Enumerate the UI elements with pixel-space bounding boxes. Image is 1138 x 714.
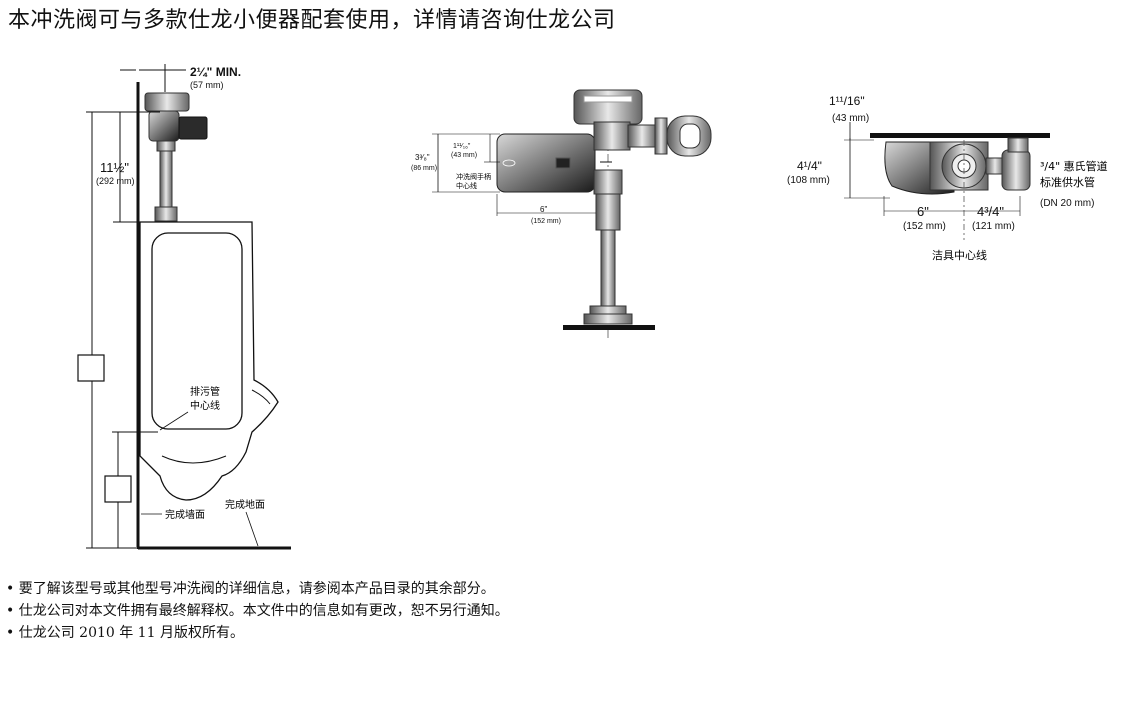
right-dim-side: 4¹/4": [797, 159, 822, 173]
mid-dim-handle-mm: (43 mm): [451, 152, 477, 159]
right-dim-bottom-2-mm: (121 mm): [972, 221, 1015, 232]
dim-height-mm: (292 mm): [96, 176, 135, 186]
fixture-centerline-label: 洁具中心线: [932, 248, 987, 262]
right-dim-top: 1¹¹/16": [829, 94, 865, 108]
supply-pipe-label-2: 标准供水管: [1040, 175, 1095, 189]
page-title: 本冲洗阀可与多款仕龙小便器配套使用，详情请咨询仕龙公司: [8, 8, 616, 33]
note-item: • 要了解该型号或其他型号冲洗阀的详细信息，请参阅本产品目录的其余部分。: [6, 581, 495, 597]
handle-centerline-label: 冲洗阀手柄: [456, 172, 491, 181]
handle-centerline-label-2: 中心线: [456, 181, 477, 190]
mid-dim-width: 6": [540, 205, 547, 214]
mid-dim-handle: 1¹¹⁄₁₆": [453, 143, 471, 150]
left-view: 2¼" MIN. (57 mm) 11½" (292 mm) 排污管 中心线 完…: [77, 64, 291, 550]
finished-floor-label: 完成地面: [225, 498, 265, 511]
drain-centerline-label-2: 中心线: [190, 399, 220, 412]
supply-pipe-size: (DN 20 mm): [1040, 198, 1094, 209]
finished-wall-label: 完成墙面: [165, 508, 205, 521]
dim-min-clearance-mm: (57 mm): [190, 80, 224, 90]
right-dim-side-mm: (108 mm): [787, 175, 830, 186]
right-view: 1¹¹/16" (43 mm) 4¹/4" (108 mm) 6" (152 m…: [787, 94, 1108, 262]
left-urinal: [139, 221, 279, 501]
sensor-housing: [496, 133, 596, 193]
left-flush-valve: [144, 92, 208, 222]
notes-list: • 要了解该型号或其他型号冲洗阀的详细信息，请参阅本产品目录的其余部分。 • 仕…: [6, 578, 509, 644]
mid-dim-height-mm: (86 mm): [411, 165, 437, 172]
note-item: • 仕龙公司对本文件拥有最终解释权。本文件中的信息如有更改，恕不另行通知。: [6, 603, 509, 619]
dim-min-clearance: 2¼" MIN.: [190, 65, 241, 79]
middle-view: 3³⁄₈" (86 mm) 1¹¹⁄₁₆" (43 mm) 冲洗阀手柄 中心线 …: [411, 89, 712, 340]
dim-height: 11½": [100, 160, 129, 175]
supply-pipe-label: ³/4" 惠氏管道: [1040, 159, 1108, 173]
dim-placeholder-box: [77, 354, 105, 382]
drain-centerline-label: 排污管: [190, 385, 220, 398]
right-dim-bottom-2: 4³/4": [977, 204, 1004, 219]
right-dim-bottom-1-mm: (152 mm): [903, 221, 946, 232]
mid-dim-height: 3³⁄₈": [415, 153, 430, 162]
right-dim-bottom-1: 6": [917, 204, 929, 219]
dim-placeholder-box: [104, 475, 132, 503]
right-dim-top-mm: (43 mm): [832, 113, 869, 124]
mid-dim-width-mm: (152 mm): [531, 218, 561, 225]
note-item: • 仕龙公司 2010 年 11 月版权所有。: [6, 625, 244, 641]
